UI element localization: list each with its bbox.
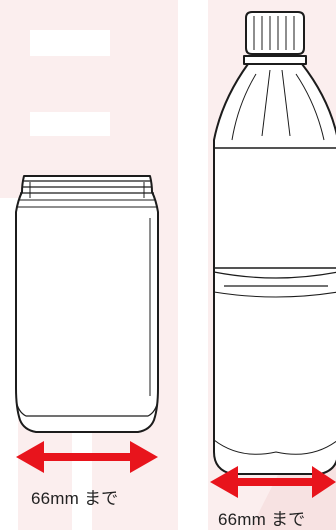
can-icon <box>16 176 158 432</box>
can-width-label: 66mm まで <box>31 489 118 509</box>
bottle-width-label: 66mm まで <box>218 510 305 530</box>
